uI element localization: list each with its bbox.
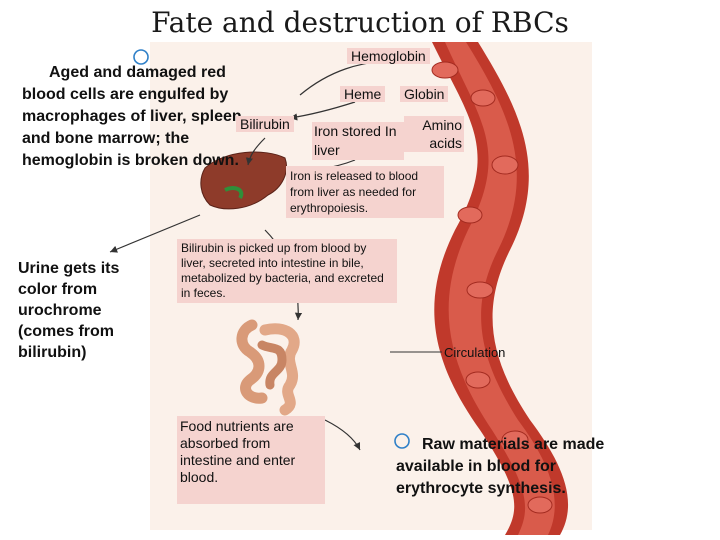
heme-label: Heme (340, 86, 386, 102)
rbc (501, 430, 529, 450)
globin-label: Globin (400, 86, 449, 102)
bullet-raw-materials (394, 433, 410, 449)
rbc (491, 155, 519, 175)
urine-arrow (109, 214, 201, 253)
bilirubin-arrow (245, 137, 266, 166)
circulation-label: Circulation (444, 345, 506, 360)
raw-materials-text: Raw materials are made available in bloo… (396, 436, 605, 497)
urine-text: Urine gets its color from urochrome (com… (18, 260, 120, 361)
rbc (465, 371, 491, 389)
intestine-illustration (236, 319, 300, 416)
rbc (470, 89, 496, 107)
food-nutrients-label: Food nutrients are absorbed from intesti… (177, 416, 325, 504)
iron-stored-label: Iron stored In liver (312, 122, 404, 160)
liver-illustration (200, 151, 287, 210)
slide-title: Fate and destruction of RBCs (151, 6, 569, 39)
iron-released-label: Iron is released to blood from liver as … (286, 166, 444, 218)
aged-cells-text: Aged and damaged red blood cells are eng… (22, 64, 247, 169)
rbc (466, 281, 494, 299)
amino-acids-label: Amino acids (404, 116, 464, 152)
heme-arrow (289, 101, 356, 121)
rbc (431, 61, 459, 79)
food-arrow (324, 419, 361, 451)
hemoglobin-label: Hemoglobin (347, 48, 430, 64)
bullet-aged-cells (133, 49, 149, 65)
rbc (457, 206, 483, 224)
rbc (527, 496, 553, 514)
bilirubin-label: Bilirubin (236, 116, 294, 132)
bilirubin-pathway-label: Bilirubin is picked up from blood by liv… (177, 239, 397, 303)
